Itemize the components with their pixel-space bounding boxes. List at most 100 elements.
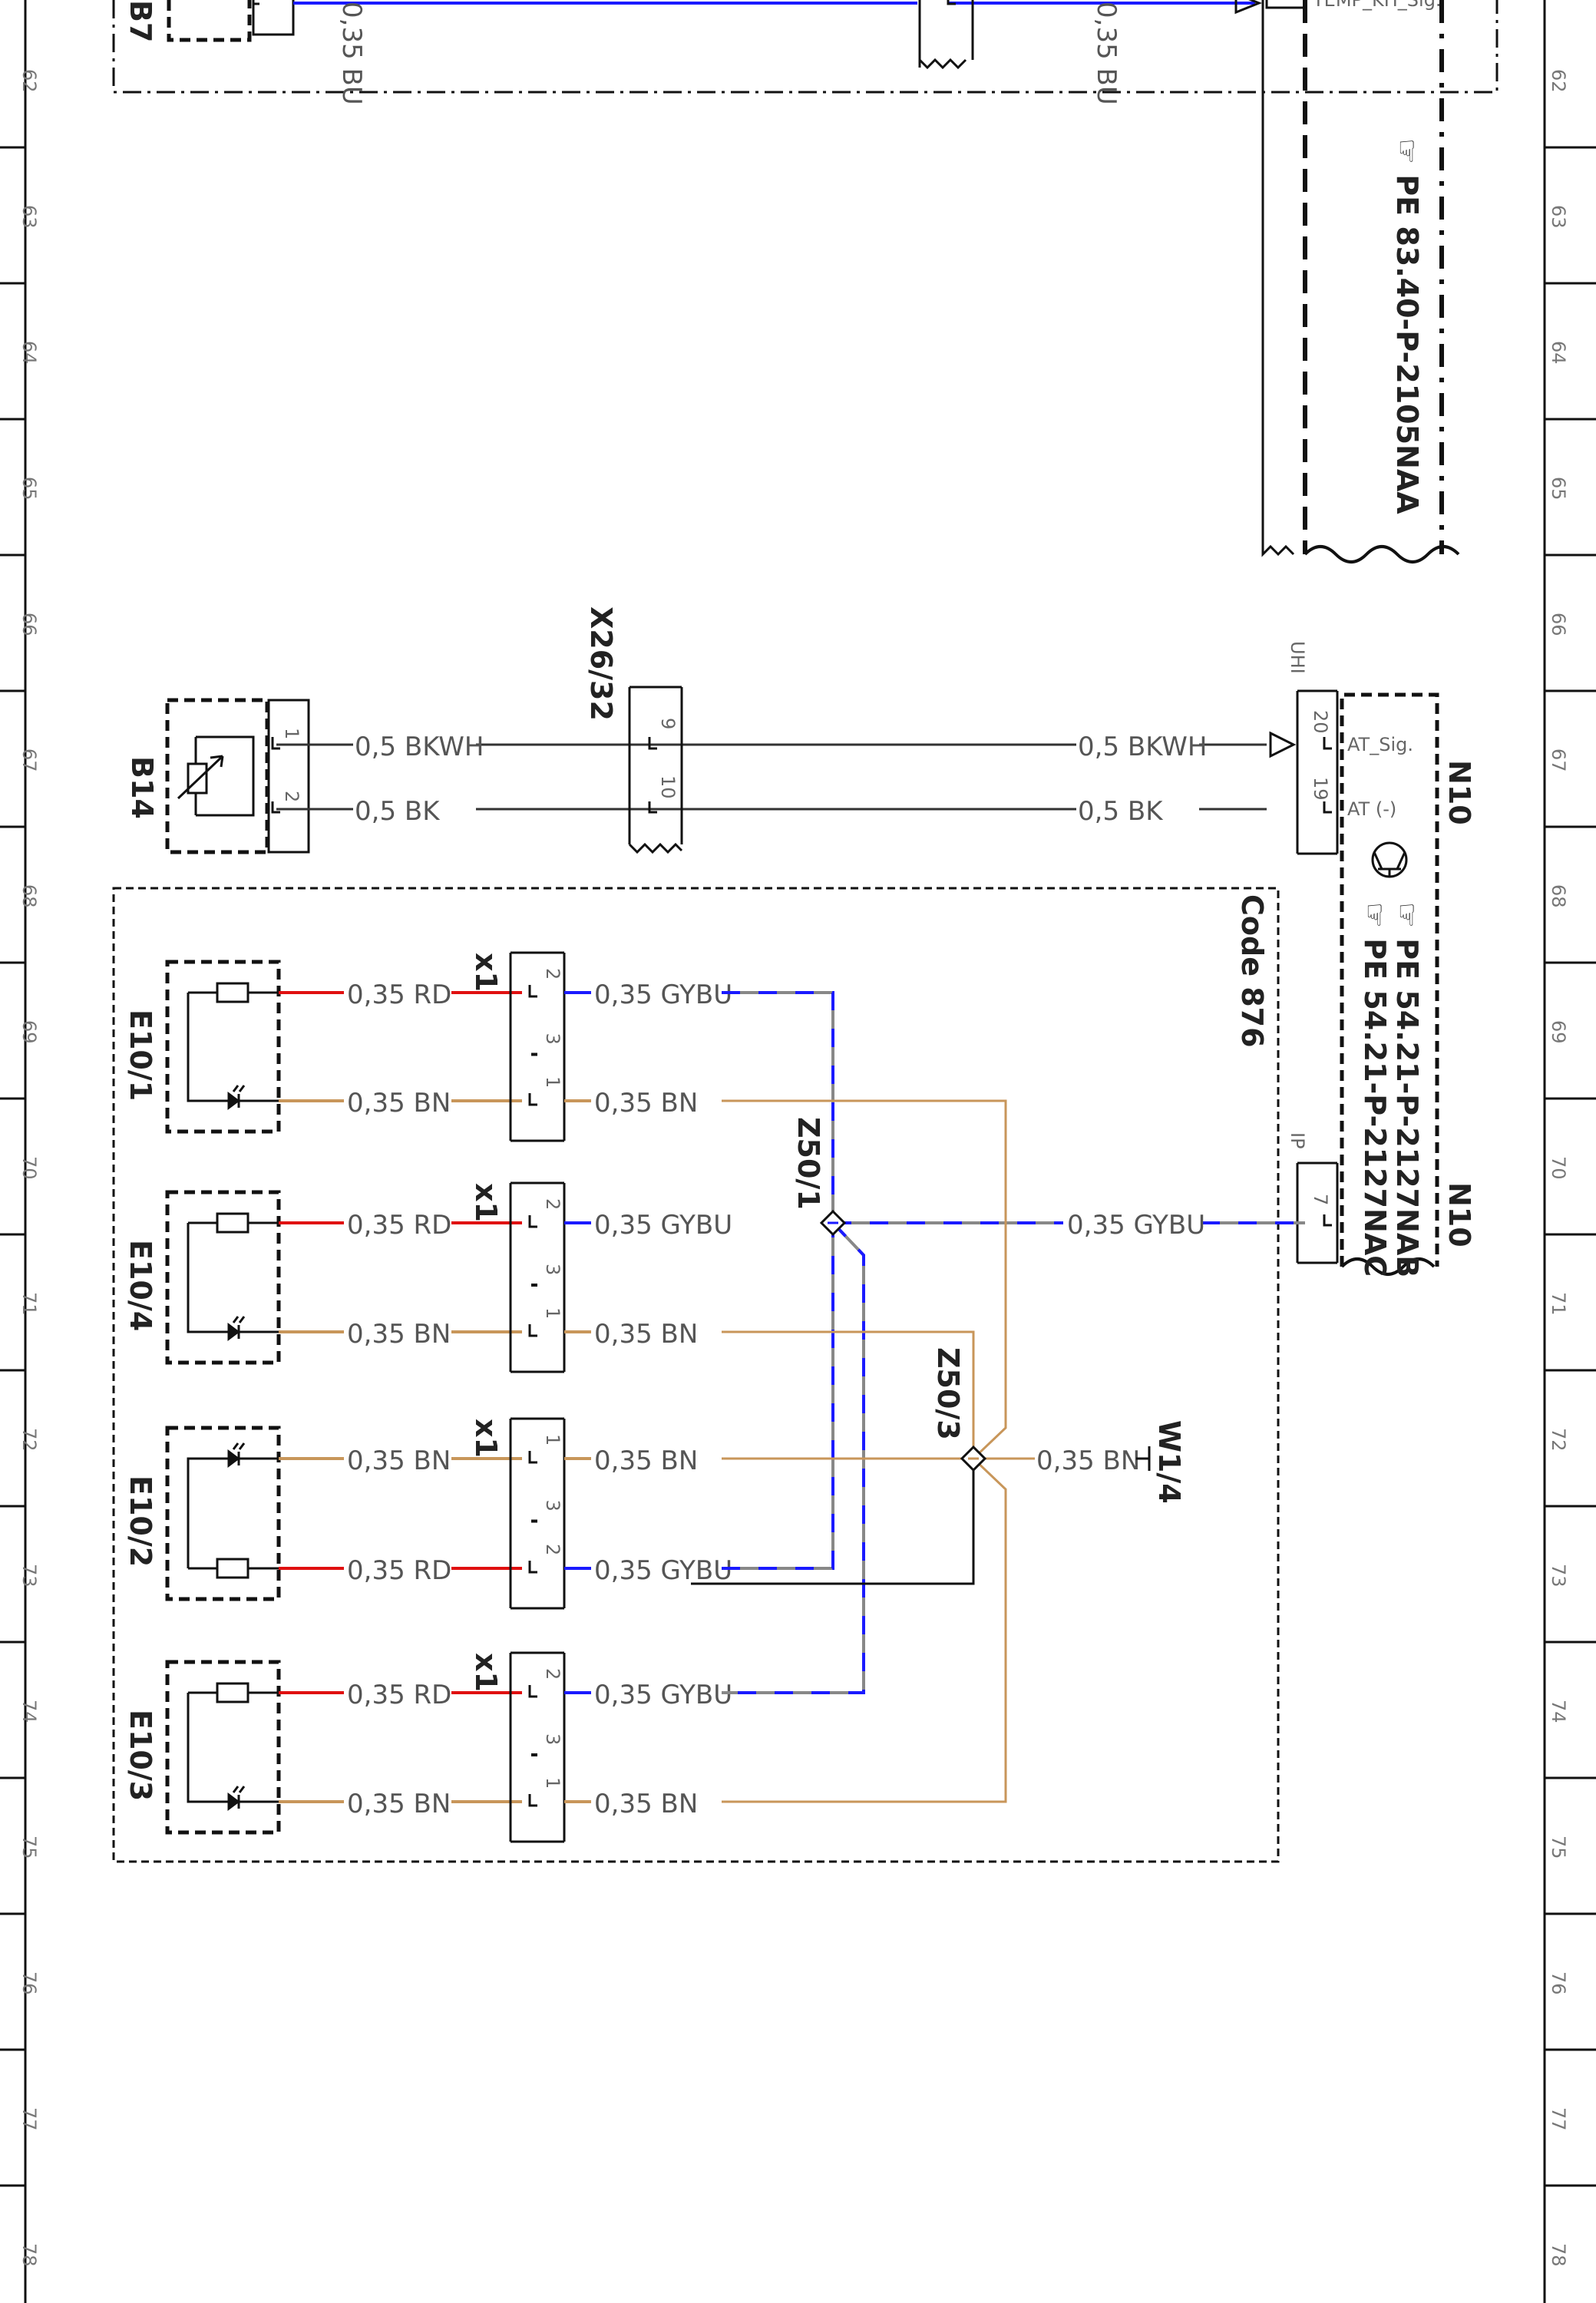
- code-box-label: Code 876: [1235, 894, 1269, 1048]
- row-number: 77: [1548, 2107, 1569, 2131]
- top-section: B7 0,35 BU 0,35 BU TEMP_KH_Sig. ☞ PE 83.…: [112, 0, 1499, 563]
- b14-pin1: 1: [281, 728, 302, 739]
- wire-label: 0,35 RD: [347, 1680, 451, 1710]
- resistor-icon: [216, 1682, 249, 1703]
- ref-note-top: ☞ PE 83.40-P-2105NAA: [1390, 138, 1424, 514]
- pin-number: 3: [542, 1033, 563, 1045]
- thermistor-icon: [187, 762, 208, 795]
- hand-pointer-icon: ☞: [1390, 902, 1424, 938]
- x1-label: x1: [469, 1653, 503, 1692]
- x1-label: x1: [469, 1419, 503, 1458]
- wire-label: 0,35 RD: [347, 980, 451, 1010]
- row-number: 68: [1548, 884, 1569, 908]
- lamp-label: E10/2: [124, 1475, 157, 1567]
- pin-number: 3: [542, 1264, 563, 1275]
- row-number: 62: [18, 69, 40, 93]
- wire-label: 0,35 BN: [347, 1446, 451, 1476]
- b14-pin2: 2: [281, 791, 302, 802]
- wire-label: 0,35 GYBU: [594, 1210, 732, 1241]
- row-number: 73: [18, 1564, 40, 1588]
- pin-number: 2: [542, 1198, 563, 1210]
- n10-sig-a: AT_Sig.: [1347, 734, 1413, 755]
- lamp-label: E10/1: [124, 1009, 157, 1101]
- ground-wire-label: 0,35 BN: [1036, 1446, 1140, 1476]
- led-icon: [227, 1085, 246, 1110]
- row-number: 65: [1548, 477, 1569, 501]
- pin-number: 2: [542, 968, 563, 980]
- ground-label: W1/4: [1152, 1420, 1186, 1504]
- x26-label: X26/32: [584, 606, 618, 721]
- row-number: 71: [1548, 1292, 1569, 1316]
- lamp-label: E10/3: [124, 1710, 157, 1801]
- wire-label: 0,35 BN: [347, 1789, 451, 1819]
- x1-label: x1: [469, 1183, 503, 1222]
- n10-pin-a: 20: [1310, 710, 1331, 734]
- b14-section: B14 1 2 0,5 BKWH 0,5 BK 0,5 BKWH 0,5 BK …: [125, 606, 1476, 1277]
- n10-uhi: UHI: [1287, 641, 1308, 674]
- wire-label: 0,35 RD: [347, 1555, 451, 1586]
- x26-pin-a: 9: [657, 718, 679, 729]
- pin-number: 1: [542, 1434, 563, 1446]
- row-number: 77: [18, 2107, 40, 2131]
- n10-top-label: N10: [1442, 760, 1476, 825]
- transistor-icon: [1371, 841, 1408, 878]
- lamp-label: E10/4: [124, 1240, 157, 1331]
- n10-pin-7: 7: [1310, 1194, 1331, 1205]
- led-icon: [227, 1316, 246, 1341]
- page-frame: [24, 0, 1546, 2303]
- row-number: 72: [18, 1428, 40, 1452]
- row-number: 70: [18, 1156, 40, 1180]
- row-number: 66: [1548, 613, 1569, 636]
- pin-number: 1: [542, 1307, 563, 1319]
- ref-note-1: ☞ PE 54.21-P-2127NAB: [1390, 902, 1424, 1277]
- row-number: 67: [1548, 748, 1569, 772]
- resistor-icon: [216, 982, 249, 1003]
- row-number: 75: [18, 1835, 40, 1859]
- led-icon: [227, 1442, 246, 1468]
- b7-label: B7: [124, 0, 157, 42]
- row-number: 71: [18, 1292, 40, 1316]
- row-number: 63: [18, 205, 40, 229]
- wire-label: 0,35 BN: [594, 1789, 698, 1819]
- wire-label: 0,35 BN: [347, 1319, 451, 1350]
- resistor-icon: [216, 1212, 249, 1234]
- ref-note-1-text: PE 54.21-P-2127NAB: [1390, 938, 1424, 1277]
- resistor-icon: [216, 1558, 249, 1579]
- row-number: 74: [1548, 1700, 1569, 1723]
- pin-number: 3: [542, 1733, 563, 1745]
- pin-number: 1: [542, 1076, 563, 1088]
- splice-z50-1-icon: [819, 1209, 847, 1237]
- wire-label: 0,35 BN: [594, 1088, 698, 1118]
- row-number: 67: [18, 748, 40, 772]
- row-number: 78: [18, 2243, 40, 2267]
- signal-arrow-icon: [1269, 731, 1297, 758]
- wire-label: 0,35 GYBU: [594, 1680, 732, 1710]
- n10-bottom-label: N10: [1442, 1182, 1476, 1247]
- row-ticks: [0, 146, 1596, 2187]
- row-number: 63: [1548, 205, 1569, 229]
- pin-number: 2: [542, 1544, 563, 1555]
- row-number: 64: [18, 341, 40, 365]
- top-signal-label: TEMP_KH_Sig.: [1312, 0, 1442, 11]
- wire-label: 0,35 GYBU: [594, 1555, 732, 1586]
- lamp-group: E10/1 0,35 RD 0,35 BN x1 2 3 1 0,35 GYBU 0,35 BN…: [124, 951, 732, 1843]
- lamp-unit: E10/1 0,35 RD 0,35 BN x1 2 3 1 0,35 GYBU 0,35 BN: [124, 951, 732, 1142]
- n10-sig-b: AT (-): [1347, 798, 1396, 820]
- row-number: 66: [18, 613, 40, 636]
- wire-label: 0,35 GYBU: [594, 980, 732, 1010]
- ref-note-2-text: PE 54.21-P-2127NAC: [1358, 938, 1392, 1277]
- row-number: 76: [1548, 1971, 1569, 1995]
- row-number: 68: [18, 884, 40, 908]
- row-number: 64: [1548, 341, 1569, 365]
- row-number: 65: [18, 477, 40, 501]
- b14-wire-right-b: 0,5 BK: [1078, 796, 1164, 827]
- z50-1-label: Z50/1: [791, 1117, 825, 1210]
- wire-label: 0,35 BN: [594, 1446, 698, 1476]
- x1-label: x1: [469, 953, 503, 992]
- wire-label: 0,35 BN: [347, 1088, 451, 1118]
- row-number: 69: [1548, 1020, 1569, 1044]
- gybu-trunk: [722, 991, 1305, 1694]
- row-number: 70: [1548, 1156, 1569, 1180]
